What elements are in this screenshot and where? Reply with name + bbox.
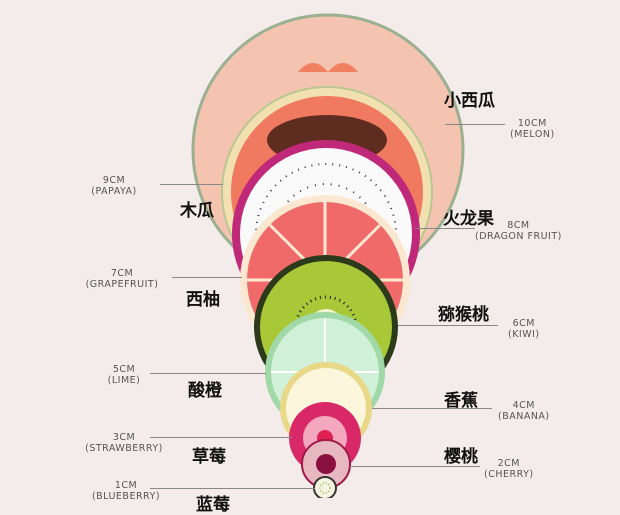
lime-leader-line [150,373,266,374]
cherry-en: (CHERRY) [484,469,534,480]
melon-size: 10CM [517,118,547,129]
blueberry-en: (BLUEBERRY) [91,491,161,502]
strawberry-leader-line [150,437,292,438]
grapefruit-cn-label: 西柚 [186,290,220,310]
cherry [301,439,351,489]
lime-size: 5CM [112,364,136,375]
banana-size-label: 4CM(BANANA) [498,400,550,422]
strawberry-cn-label: 草莓 [192,447,226,467]
strawberry-size-label: 3CM(STRAWBERRY) [70,432,178,454]
banana-cn-label: 香蕉 [444,391,478,411]
blueberry-size-label: 1CM(BLUEBERRY) [76,480,176,502]
dragon-fruit-en: (DRAGON FRUIT) [475,231,562,242]
cherry-size: 2CM [497,458,520,469]
melon-size-label: 10CM(MELON) [510,118,555,140]
kiwi-en: (KIWI) [508,329,540,340]
banana-en: (BANANA) [498,411,550,422]
dragon-fruit-leader-line [415,228,475,229]
papaya-leader-line [160,184,223,185]
fruit-size-diagram [191,13,465,498]
cherry-cn-label: 樱桃 [444,447,478,467]
blueberry-size: 1CM [114,480,138,491]
cherry-size-label: 2CM(CHERRY) [484,458,534,480]
blueberry-cn-label: 蓝莓 [196,495,230,515]
melon-cn-label: 小西瓜 [444,91,495,111]
banana-leader-line [372,408,492,409]
cherry-leader-line [350,466,480,467]
papaya-size: 9CM [102,175,126,186]
blueberry [313,476,337,498]
grapefruit-leader-line [172,277,242,278]
blueberry-leader-line [150,488,315,489]
kiwi-cn-label: 猕猴桃 [438,305,489,325]
dragon-fruit-size-label: 8CM(DRAGON FRUIT) [475,220,562,242]
dragon-fruit-cn-label: 火龙果 [443,209,494,229]
melon-leader-line [445,124,505,125]
kiwi-size: 6CM [512,318,535,329]
strawberry-en: (STRAWBERRY) [85,443,163,454]
grapefruit-size: 7CM [110,268,134,279]
papaya-size-label: 9CM(PAPAYA) [70,175,158,197]
banana-size: 4CM [512,400,535,411]
grapefruit-size-label: 7CM(GRAPEFRUIT) [72,268,172,290]
melon-en: (MELON) [510,129,555,140]
dragon-fruit-size: 8CM [507,220,530,231]
lime-en: (LIME) [107,375,141,386]
kiwi-leader-line [398,325,498,326]
strawberry-size: 3CM [112,432,136,443]
grapefruit-en: (GRAPEFRUIT) [85,279,159,290]
lime-cn-label: 酸橙 [188,381,222,401]
lime-size-label: 5CM(LIME) [100,364,148,386]
kiwi-size-label: 6CM(KIWI) [508,318,540,340]
papaya-en: (PAPAYA) [91,186,137,197]
papaya-cn-label: 木瓜 [180,201,214,221]
